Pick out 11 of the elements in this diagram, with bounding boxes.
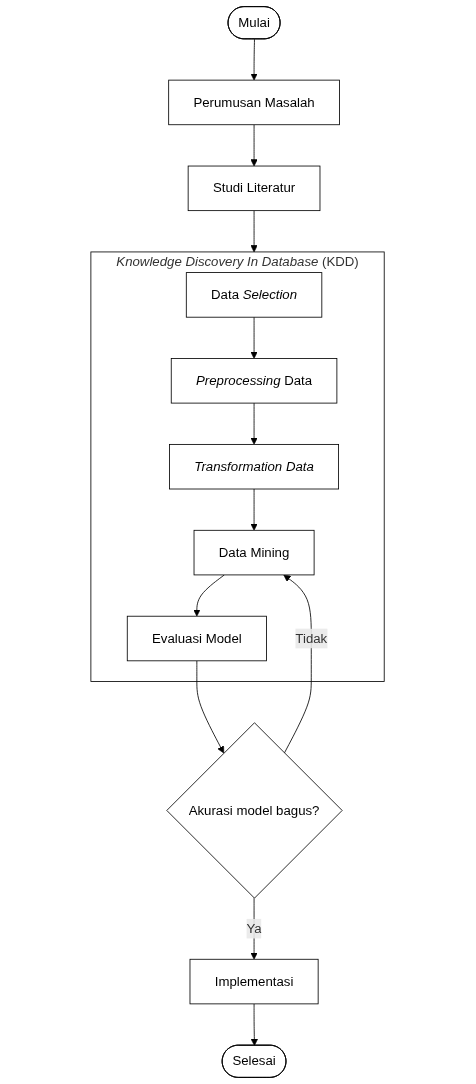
node-box: Studi Literatur — [188, 165, 321, 212]
node-box: Evaluasi Model — [127, 615, 268, 662]
node-box: Data Mining — [194, 529, 315, 576]
node-box: Transformation Data — [169, 444, 340, 490]
node-box: Implementasi — [190, 958, 319, 1005]
node-box: Data Selection — [186, 272, 323, 318]
node-diamond: Akurasi model bagus? — [166, 722, 344, 899]
node-box: Perumusan Masalah — [168, 79, 341, 126]
node-box: Preprocessing Data — [171, 358, 338, 404]
edge-label: Ya — [246, 921, 263, 936]
edge-label: Tidak — [295, 631, 328, 646]
